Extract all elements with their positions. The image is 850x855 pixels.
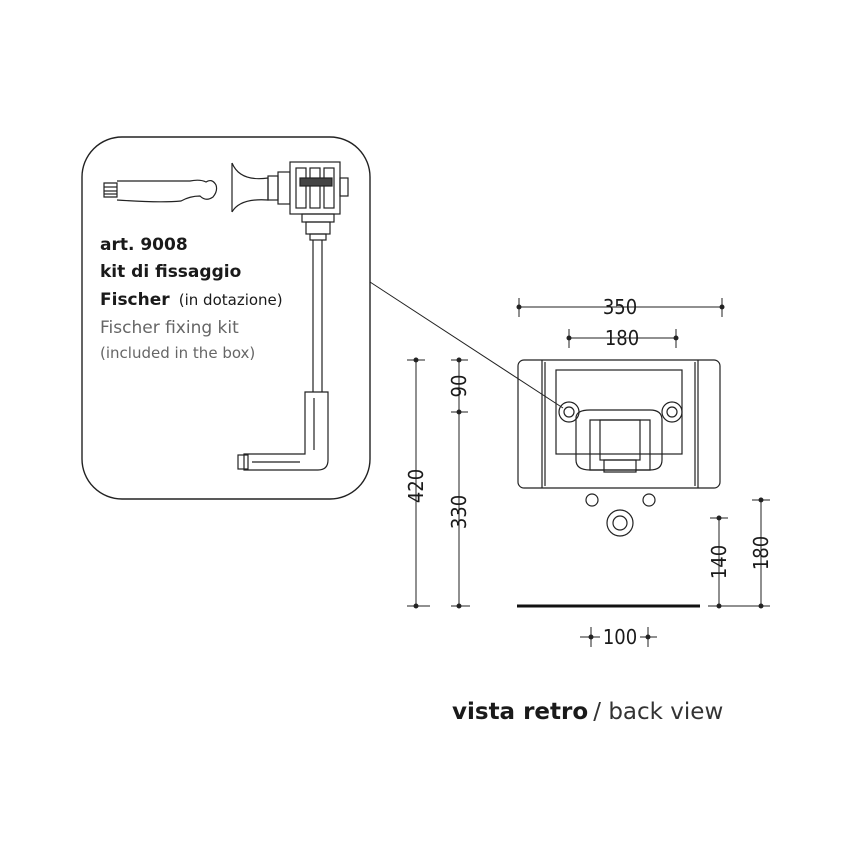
mounting-hole-right xyxy=(661,401,683,423)
detail-brand-it-main: Fischer xyxy=(100,290,170,310)
dim-line-hole-spacing xyxy=(566,329,679,348)
dim-line-overall-width xyxy=(516,298,725,317)
drain-outlet xyxy=(606,509,634,537)
dim-line-drain-width xyxy=(580,627,657,647)
detail-title-en: Fischer fixing kit xyxy=(100,318,239,338)
callout-leader-line xyxy=(369,281,564,409)
view-caption-en: back view xyxy=(608,699,723,725)
detail-title-it: kit di fissaggio xyxy=(100,262,241,282)
mounting-hole-left xyxy=(558,401,580,423)
detail-article: art. 9008 xyxy=(100,235,188,255)
dim-line-holes-to-floor xyxy=(451,412,470,609)
dim-line-top-to-holes xyxy=(451,357,468,415)
view-caption: vista retro / back view xyxy=(452,699,723,725)
wall-anchor-icon xyxy=(231,162,279,213)
view-caption-it: vista retro xyxy=(452,699,588,725)
view-caption-separator: / xyxy=(593,699,608,725)
detail-brand-it-note: (in dotazione) xyxy=(179,291,283,309)
dim-overall-height-label: 420 xyxy=(404,469,428,503)
dim-lower-holes-label: 140 xyxy=(707,545,731,579)
dim-top-to-holes-label: 90 xyxy=(447,375,471,398)
dim-overall-width-label: 350 xyxy=(603,295,637,319)
detail-title-en-note: (included in the box) xyxy=(100,344,255,362)
dim-holes-to-floor-label: 330 xyxy=(447,495,471,529)
dim-line-lower-holes xyxy=(708,515,730,609)
valve-body-icon xyxy=(277,161,349,241)
detail-callout-box xyxy=(81,136,371,500)
dim-hole-spacing-label: 180 xyxy=(605,326,639,350)
fixing-bolt-icon xyxy=(103,179,218,203)
bracket-icon xyxy=(237,391,329,471)
rod-icon xyxy=(312,240,323,392)
lower-hole-right xyxy=(642,493,656,507)
lower-hole-left xyxy=(585,493,599,507)
detail-brand-it: Fischer (in dotazione) xyxy=(100,290,283,310)
dim-drain-height-label: 180 xyxy=(749,536,773,570)
dim-drain-width-label: 100 xyxy=(603,625,637,649)
dim-line-drain-height xyxy=(719,497,770,609)
fixture-back-view xyxy=(517,359,721,489)
dim-line-overall-height xyxy=(407,357,430,609)
